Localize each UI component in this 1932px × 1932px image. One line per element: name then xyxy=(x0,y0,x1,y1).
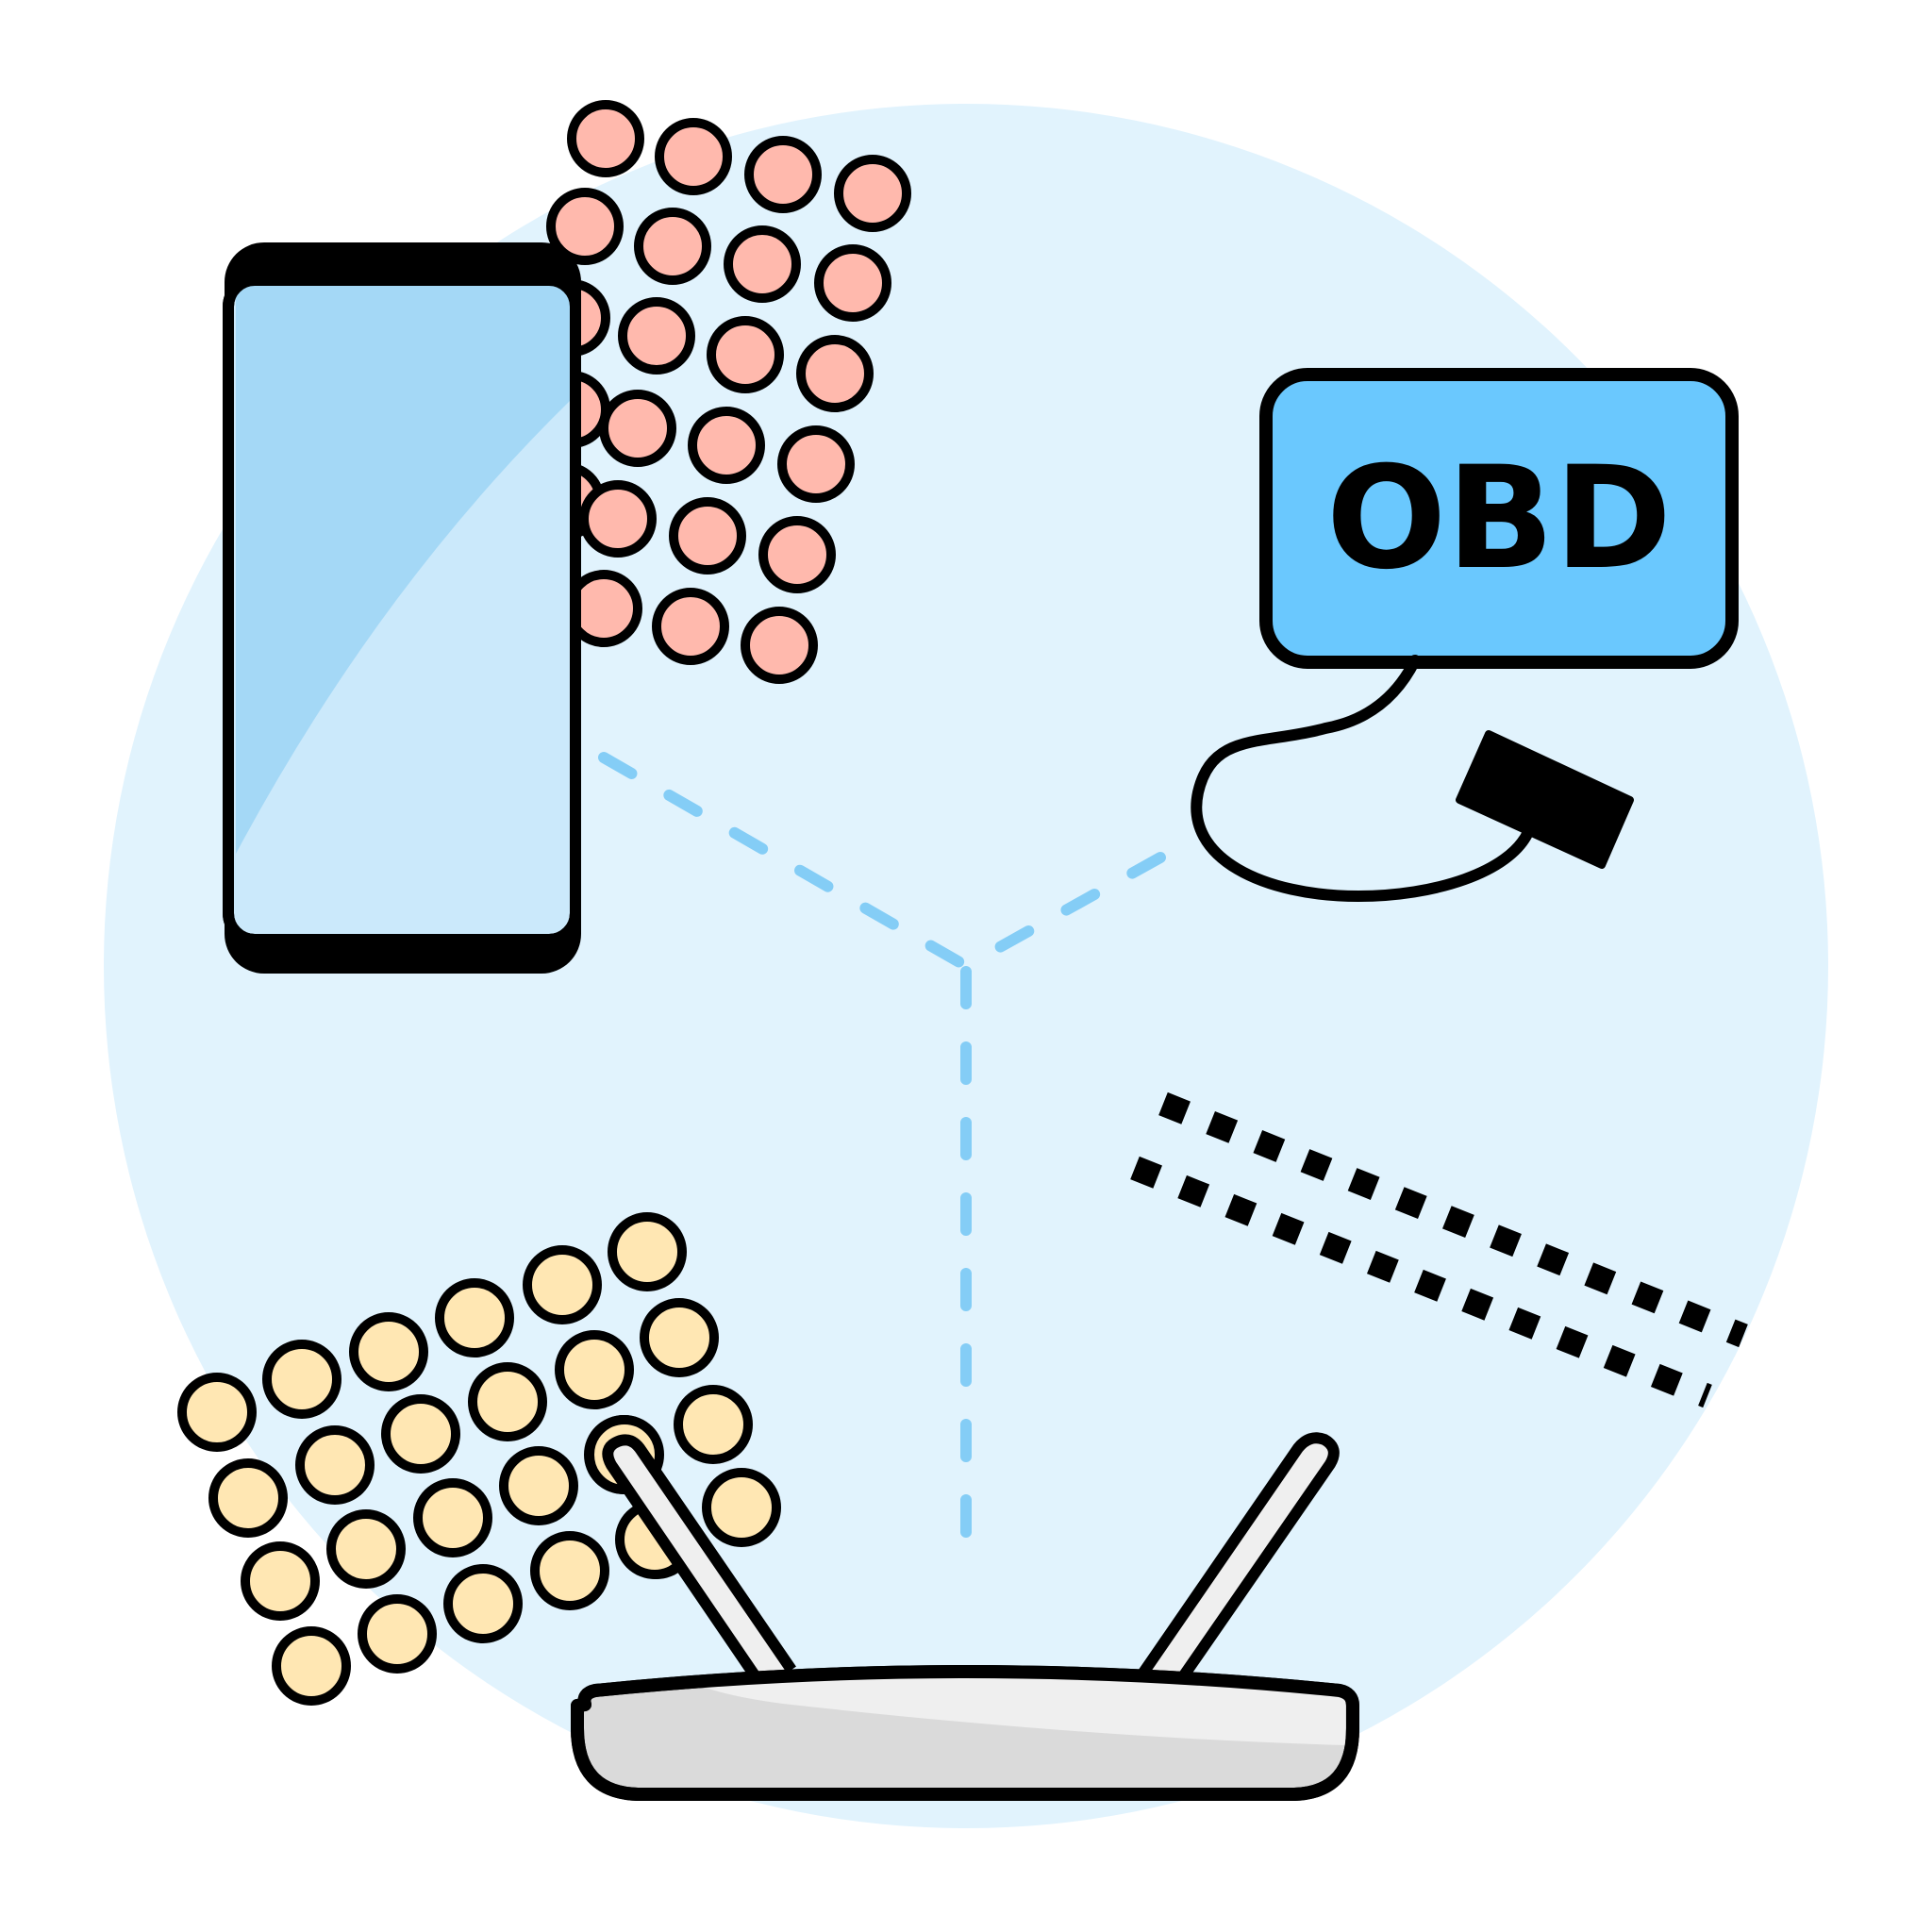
signal-line-1 xyxy=(1158,1091,1748,1348)
red-dot xyxy=(741,607,818,684)
router-top-highlight xyxy=(698,1676,1345,1745)
yellow-dot xyxy=(177,1373,257,1452)
red-dot xyxy=(567,100,644,177)
connection-lines xyxy=(598,752,1166,1572)
red-dot xyxy=(834,155,911,232)
red-dot xyxy=(546,188,624,265)
red-dot xyxy=(777,425,855,503)
red-dot xyxy=(669,497,746,575)
red-dot xyxy=(724,225,801,303)
right-antenna xyxy=(1137,1432,1340,1679)
yellow-dot xyxy=(640,1298,719,1377)
yellow-dot xyxy=(295,1425,375,1505)
yellow-dot xyxy=(468,1362,547,1441)
red-dot xyxy=(579,480,657,558)
signal-lines xyxy=(1130,1091,1748,1408)
yellow-dot xyxy=(262,1340,341,1419)
obd-plug xyxy=(1456,730,1634,869)
yellow-dot xyxy=(555,1330,634,1409)
red-dot xyxy=(758,516,836,593)
red-dot xyxy=(634,208,711,285)
left-antenna xyxy=(602,1434,796,1679)
yellow-dot xyxy=(443,1564,523,1643)
yellow-dot xyxy=(413,1478,492,1557)
yellow-dot xyxy=(326,1509,406,1589)
yellow-dot xyxy=(272,1626,351,1706)
yellow-dot xyxy=(523,1245,602,1324)
red-dot xyxy=(796,335,874,412)
obd-cable xyxy=(1191,655,1534,903)
red-dot xyxy=(688,407,765,484)
yellow-dot xyxy=(499,1446,578,1525)
red-dot xyxy=(618,297,695,375)
yellow-dot xyxy=(530,1531,609,1610)
yellow-dot xyxy=(674,1385,753,1464)
smartphone-icon xyxy=(223,242,581,974)
yellow-dot xyxy=(241,1541,320,1621)
red-dot xyxy=(744,136,822,213)
red-dot xyxy=(655,118,732,195)
obd-adapter-icon: OBD xyxy=(1191,368,1739,903)
yellow-dot xyxy=(435,1278,514,1357)
red-dot xyxy=(814,244,891,322)
yellow-dot xyxy=(381,1394,460,1474)
phone-screen-glare xyxy=(236,286,570,854)
yellow-dot xyxy=(208,1458,288,1538)
yellow-dot xyxy=(608,1212,687,1291)
yellow-dot xyxy=(349,1312,428,1391)
obd-connection-line xyxy=(960,852,1166,972)
yellow-dot-cluster xyxy=(177,1212,781,1706)
yellow-dot xyxy=(358,1594,437,1674)
red-dot xyxy=(707,316,784,393)
obd-label: OBD xyxy=(1326,437,1672,601)
wifi-router-icon xyxy=(571,1432,1359,1801)
red-dot xyxy=(652,588,729,665)
signal-line-2 xyxy=(1130,1156,1712,1408)
yellow-dot xyxy=(702,1468,781,1547)
red-dot xyxy=(599,390,676,467)
